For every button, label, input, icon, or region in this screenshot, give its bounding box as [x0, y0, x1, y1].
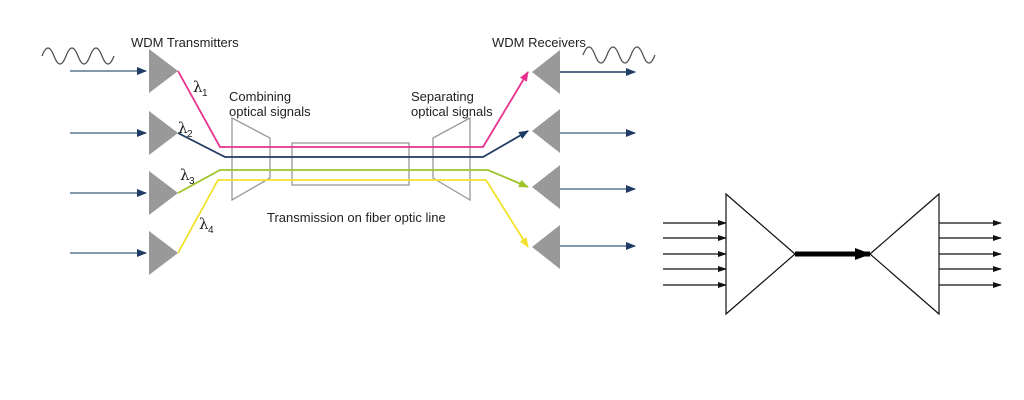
input-sine-wave-icon: [41, 47, 115, 65]
combining-label-line2: optical signals: [229, 104, 311, 119]
channel-2-path: [177, 130, 529, 158]
receiver-4: [532, 225, 560, 269]
wavelength-index-4: 4: [208, 225, 214, 236]
separating-label-line1: Separating: [411, 89, 474, 104]
wavelength-symbol-1: λ: [193, 78, 203, 96]
output-sine-wave-icon: [582, 46, 656, 64]
transmitter-2: [149, 111, 178, 155]
channel-1-path: [177, 70, 529, 148]
wavelength-label-4: λ 4: [199, 215, 214, 236]
fiber-line-box: [291, 142, 410, 186]
demux-triangle: [869, 192, 940, 316]
wavelength-index-3: 3: [189, 176, 195, 187]
wavelength-label-2: λ 2: [178, 119, 193, 140]
receiver-3: [532, 165, 560, 209]
channel-3-path: [177, 169, 529, 194]
transmitter-1: [149, 49, 178, 93]
combining-label-line1: Combining: [229, 89, 291, 104]
wavelength-label-3: λ 3: [180, 166, 195, 187]
transmitter-4: [149, 231, 178, 275]
wavelength-symbol-2: λ: [178, 119, 188, 137]
mux-triangle: [725, 192, 796, 316]
wavelength-label-1: λ 1: [193, 78, 208, 99]
receiver-1: [532, 50, 560, 94]
transmitters-label: WDM Transmitters: [131, 35, 239, 50]
wavelength-index-1: 1: [202, 88, 208, 99]
mux-demux-schematic: [663, 192, 1002, 316]
wavelength-index-2: 2: [187, 129, 193, 140]
transmitter-3: [149, 171, 178, 215]
channel-4-path: [177, 179, 529, 254]
receivers-label: WDM Receivers: [492, 35, 586, 50]
wavelength-symbol-3: λ: [180, 166, 190, 184]
separating-label-line2: optical signals: [411, 104, 493, 119]
transmission-label: Transmission on fiber optic line: [267, 210, 446, 225]
separator-box: [432, 116, 471, 202]
wavelength-symbol-4: λ: [199, 215, 209, 233]
combiner-box: [231, 116, 271, 202]
receiver-2: [532, 109, 560, 153]
